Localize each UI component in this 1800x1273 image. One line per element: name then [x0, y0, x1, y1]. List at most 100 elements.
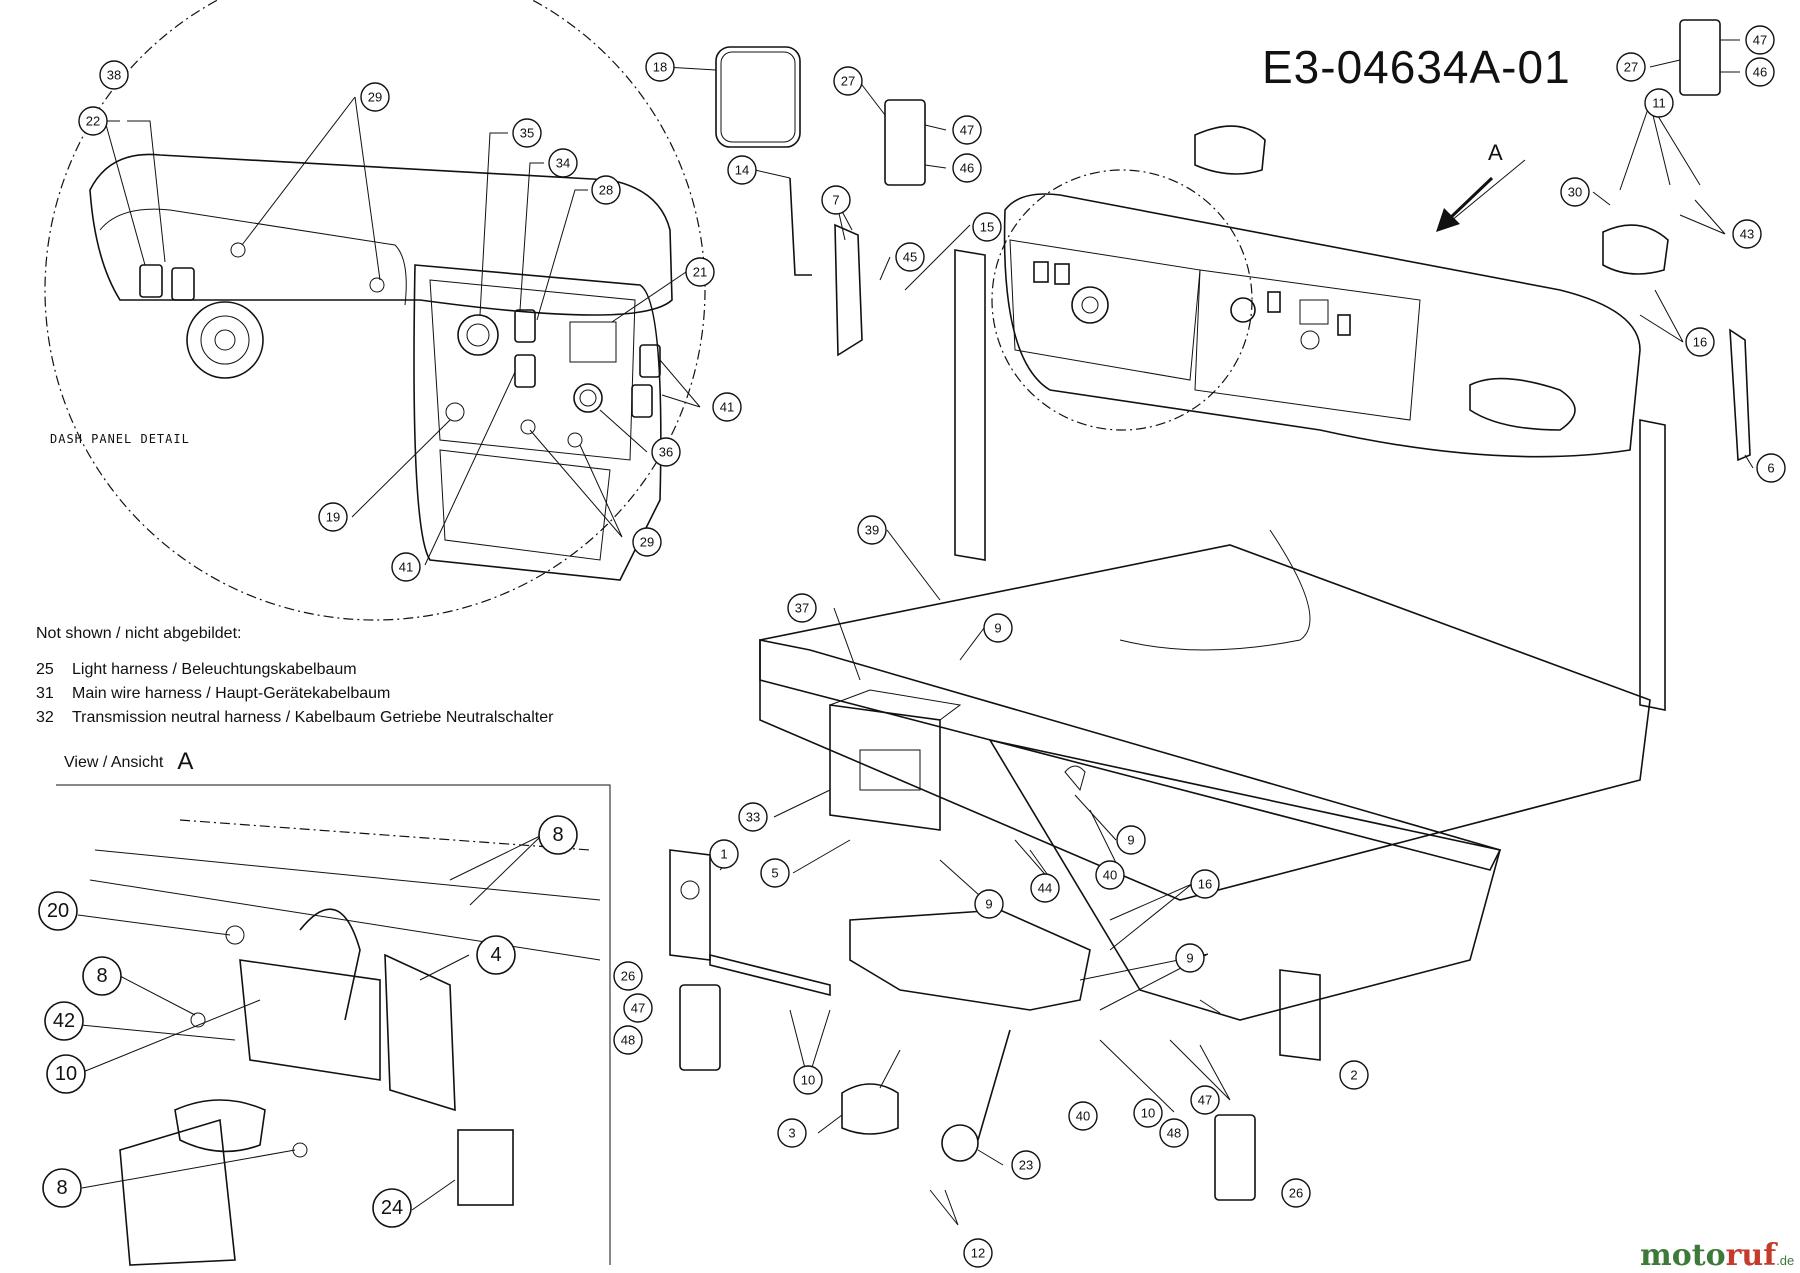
callout-21: 21	[685, 257, 715, 287]
callout-6: 6	[1756, 453, 1786, 483]
callout-circle	[1745, 57, 1775, 87]
callout-number: 34	[556, 156, 570, 171]
callout-number: 48	[1167, 1126, 1181, 1141]
callout-number: 9	[985, 897, 992, 912]
callout-3: 3	[777, 1118, 807, 1148]
callout-circle	[1616, 52, 1646, 82]
callout-9: 9	[1175, 943, 1205, 973]
callout-47: 47	[1190, 1085, 1220, 1115]
callout-48: 48	[1159, 1118, 1189, 1148]
note-num: 31	[36, 685, 54, 702]
callout-number: 20	[47, 900, 69, 922]
callout-circle	[857, 515, 887, 545]
diagram-title: E3-04634A-01	[1262, 41, 1571, 93]
callout-circle	[685, 257, 715, 287]
callout-39: 39	[857, 515, 887, 545]
callout-4: 4	[476, 935, 516, 975]
callout-19: 19	[318, 502, 348, 532]
callout-number: 22	[86, 114, 100, 129]
callout-number: 16	[1198, 877, 1212, 892]
callout-circle	[1732, 219, 1762, 249]
callout-26: 26	[1281, 1178, 1311, 1208]
callout-number: 42	[53, 1010, 75, 1032]
callout-circle	[613, 1025, 643, 1055]
note-item: 31 Main wire harness / Haupt-Gerätekabelb…	[36, 682, 553, 706]
callout-number: 8	[552, 824, 563, 846]
callout-number: 47	[1753, 33, 1767, 48]
callout-48: 48	[613, 1025, 643, 1055]
callout-number: 24	[381, 1197, 403, 1219]
callout-circle	[623, 993, 653, 1023]
callout-bubbles: 3822293534282141361929411814274746745152…	[38, 25, 1786, 1268]
callout-number: 9	[1186, 951, 1193, 966]
callout-circle	[78, 106, 108, 136]
callout-circle	[645, 52, 675, 82]
callout-42: 42	[44, 1001, 84, 1041]
callout-9: 9	[983, 613, 1013, 643]
callout-circle	[42, 1168, 82, 1208]
dash-panel-detail	[44, 0, 706, 621]
callout-circle	[46, 1054, 86, 1094]
callout-9: 9	[1116, 825, 1146, 855]
callout-7: 7	[821, 185, 851, 215]
callout-8: 8	[42, 1168, 82, 1208]
callout-number: 39	[865, 523, 879, 538]
callout-1: 1	[709, 839, 739, 869]
callout-circle	[821, 185, 851, 215]
callout-44: 44	[1030, 873, 1060, 903]
callout-41: 41	[391, 552, 421, 582]
main-assembly	[664, 19, 1754, 1226]
callout-23: 23	[1011, 1150, 1041, 1180]
callout-number: 4	[490, 944, 501, 966]
callout-circle	[1068, 1101, 1098, 1131]
callout-circle	[591, 175, 621, 205]
callout-47: 47	[623, 993, 653, 1023]
callout-circle	[391, 552, 421, 582]
callout-9: 9	[974, 889, 1004, 919]
callout-circle	[1175, 943, 1205, 973]
callout-circle	[1116, 825, 1146, 855]
note-text: Main wire harness / Haupt-Gerätekabelbau…	[72, 685, 391, 702]
callout-27: 27	[833, 66, 863, 96]
callout-number: 10	[1141, 1106, 1155, 1121]
callout-number: 6	[1767, 461, 1774, 476]
callout-12: 12	[963, 1238, 993, 1268]
callout-number: 41	[720, 400, 734, 415]
callout-circle	[1281, 1178, 1311, 1208]
callout-circle	[952, 153, 982, 183]
callout-26: 26	[613, 961, 643, 991]
callout-10: 10	[46, 1054, 86, 1094]
callout-number: 7	[832, 193, 839, 208]
callout-number: 8	[96, 965, 107, 987]
callout-40: 40	[1068, 1101, 1098, 1131]
callout-number: 37	[795, 601, 809, 616]
note-text: Light harness / Beleuchtungskabelbaum	[72, 661, 357, 678]
callout-number: 48	[621, 1033, 635, 1048]
callout-38: 38	[99, 60, 129, 90]
callout-number: 36	[659, 445, 673, 460]
callout-circle	[44, 1001, 84, 1041]
view-arrow-icon	[1436, 176, 1494, 232]
callout-20: 20	[38, 891, 78, 931]
callout-circle	[512, 118, 542, 148]
callout-28: 28	[591, 175, 621, 205]
notes-header: Not shown / nicht abgebildet:	[36, 625, 242, 642]
callout-number: 10	[801, 1073, 815, 1088]
callout-number: 10	[55, 1063, 77, 1085]
callout-number: 30	[1568, 185, 1582, 200]
view-text: View / Ansicht	[64, 754, 164, 771]
callout-24: 24	[372, 1188, 412, 1228]
view-arrow-label: A	[1488, 140, 1503, 165]
callout-circle	[1190, 869, 1220, 899]
callout-circle	[727, 155, 757, 185]
callout-8: 8	[538, 815, 578, 855]
callout-number: 16	[1693, 335, 1707, 350]
callout-circle	[613, 961, 643, 991]
callout-29: 29	[632, 527, 662, 557]
callout-number: 33	[746, 810, 760, 825]
callout-46: 46	[1745, 57, 1775, 87]
callout-circle	[1095, 860, 1125, 890]
callout-number: 27	[841, 74, 855, 89]
